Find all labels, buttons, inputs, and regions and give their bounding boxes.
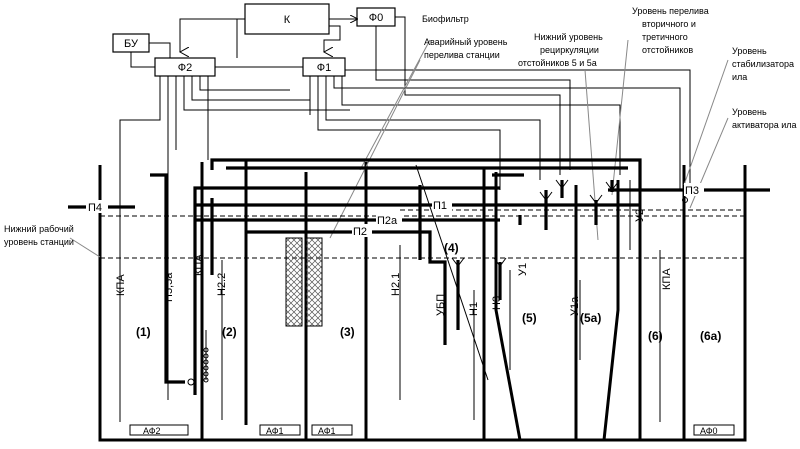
control-wiring xyxy=(119,17,691,400)
biofilter-media xyxy=(285,237,323,327)
label-recirc-2: рециркуляции xyxy=(540,45,599,55)
device-af1-a: АФ1 xyxy=(266,426,284,436)
device-n5-5a: Н5,5а xyxy=(163,272,175,302)
label-stab-3: ила xyxy=(732,72,747,82)
device-n2-2: Н2.2 xyxy=(216,273,228,296)
label-emergency-2: перелива станции xyxy=(424,50,500,60)
label-recirc-1: Нижний уровень xyxy=(534,32,603,42)
block-bu: БУ xyxy=(112,33,150,53)
device-kpa-1: КПА xyxy=(115,274,127,296)
label-act-2: активатора ила xyxy=(732,120,797,130)
filter-f2-label: Ф2 xyxy=(178,62,192,74)
device-af1-b: АФ1 xyxy=(318,426,336,436)
chamber-3: (3) xyxy=(340,325,355,339)
label-overflow-4: отстойников xyxy=(642,45,693,55)
label-overflow-2: вторичного и xyxy=(642,19,696,29)
label-low-2: уровень станции xyxy=(4,237,74,247)
level-p3: П3 xyxy=(685,185,699,197)
label-overflow-1: Уровень перелива xyxy=(632,6,709,16)
aerator-coil xyxy=(187,197,688,386)
filter-f2: Ф2 xyxy=(154,57,216,77)
filter-f0: Ф0 xyxy=(356,7,396,27)
device-kpa-2: КПА xyxy=(193,254,205,276)
level-p1: П1 xyxy=(433,200,447,212)
device-af2: АФ2 xyxy=(143,426,161,436)
device-n3: Н3 xyxy=(491,296,503,310)
level-p2: П2 xyxy=(353,226,367,238)
label-recirc-3: отстойников 5 и 5а xyxy=(518,58,597,68)
controller-k-label: К xyxy=(284,14,291,26)
label-biofilter: Биофильтр xyxy=(422,14,469,24)
device-af0: АФ0 xyxy=(700,426,718,436)
level-labels: П4 П1 П2а П2 П3 xyxy=(86,183,704,238)
label-stab-1: Уровень xyxy=(732,46,767,56)
chamber-5a: (5а) xyxy=(580,311,601,325)
annotation-texts: Биофильтр Аварийный уровень перелива ста… xyxy=(4,6,797,247)
device-kpa-3: КПА xyxy=(661,268,673,290)
label-low-1: Нижний рабочий xyxy=(4,224,74,234)
level-p4: П4 xyxy=(88,202,102,214)
filter-f1: Ф1 xyxy=(302,57,346,77)
tank-structure xyxy=(98,160,747,442)
device-n1: Н1 xyxy=(468,302,480,316)
label-act-1: Уровень xyxy=(732,107,767,117)
block-bu-label: БУ xyxy=(124,38,139,50)
device-n2-1: Н2.1 xyxy=(390,273,402,296)
level-p2a: П2а xyxy=(377,215,398,227)
device-ubp: УБП xyxy=(435,294,447,316)
device-y1a: У1а xyxy=(569,296,581,316)
device-y2: У2 xyxy=(634,209,646,222)
label-stab-2: стабилизатора xyxy=(732,59,794,69)
nozzles xyxy=(451,179,619,267)
chamber-4: (4) xyxy=(444,241,459,255)
level-lines xyxy=(100,209,745,259)
filter-f1-label: Ф1 xyxy=(317,62,331,74)
filter-f0-label: Ф0 xyxy=(369,12,383,24)
controller-k: К xyxy=(244,3,330,35)
chamber-labels: (1) (2) (3) (4) (5) (5а) (6) (6а) xyxy=(136,241,721,343)
chamber-6: (6) xyxy=(648,329,663,343)
pipes xyxy=(68,158,770,395)
chamber-5: (5) xyxy=(522,311,537,325)
label-emergency-1: Аварийный уровень xyxy=(424,37,508,47)
device-labels: КПА Н5,5а КПА Н2.2 Н2.1 УБП Н1 Н3 У1 У1а… xyxy=(115,209,718,436)
chamber-6a: (6а) xyxy=(700,329,721,343)
device-y1: У1 xyxy=(517,263,529,276)
chamber-2: (2) xyxy=(222,325,237,339)
chamber-1: (1) xyxy=(136,325,151,339)
label-overflow-3: третичного xyxy=(642,32,688,42)
